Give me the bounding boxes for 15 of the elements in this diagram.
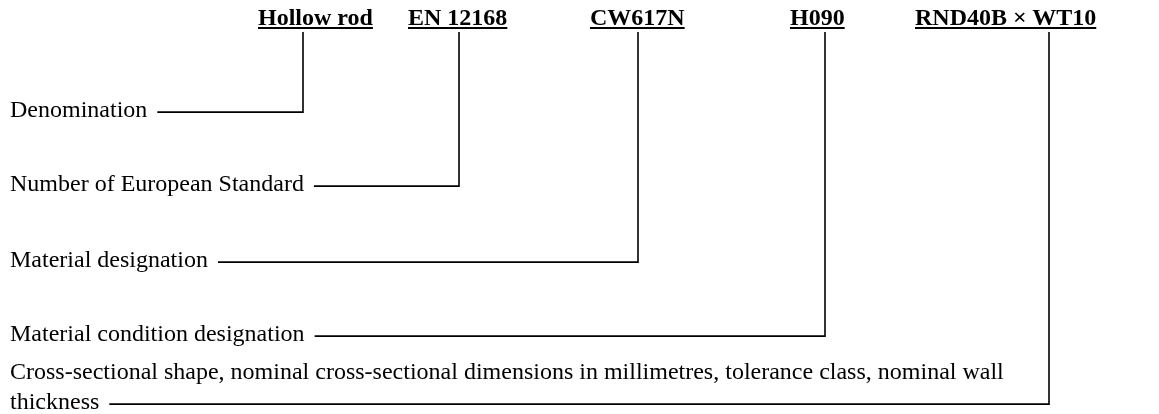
leader-line — [217, 31, 639, 263]
leader-line — [156, 31, 304, 113]
designation-code: CW617N — [590, 2, 685, 32]
description-text: Cross-sectional shape, nominal cross-sectional dimensions in millimetres, tolerance class, nominal wall thickness — [10, 356, 1040, 414]
description-text: Number of European Standard — [10, 168, 304, 198]
description-text: Denomination — [10, 94, 148, 124]
description-text: Material designation — [10, 244, 208, 274]
leader-line — [313, 31, 826, 337]
designation-code: EN 12168 — [408, 2, 508, 32]
designation-code: Hollow rod — [258, 2, 373, 32]
description-text: Material condition designation — [10, 318, 305, 348]
designation-code: H090 — [790, 2, 845, 32]
leader-line — [313, 31, 460, 187]
designation-code: RND40B × WT10 — [915, 2, 1097, 32]
leader-line — [108, 31, 1050, 405]
